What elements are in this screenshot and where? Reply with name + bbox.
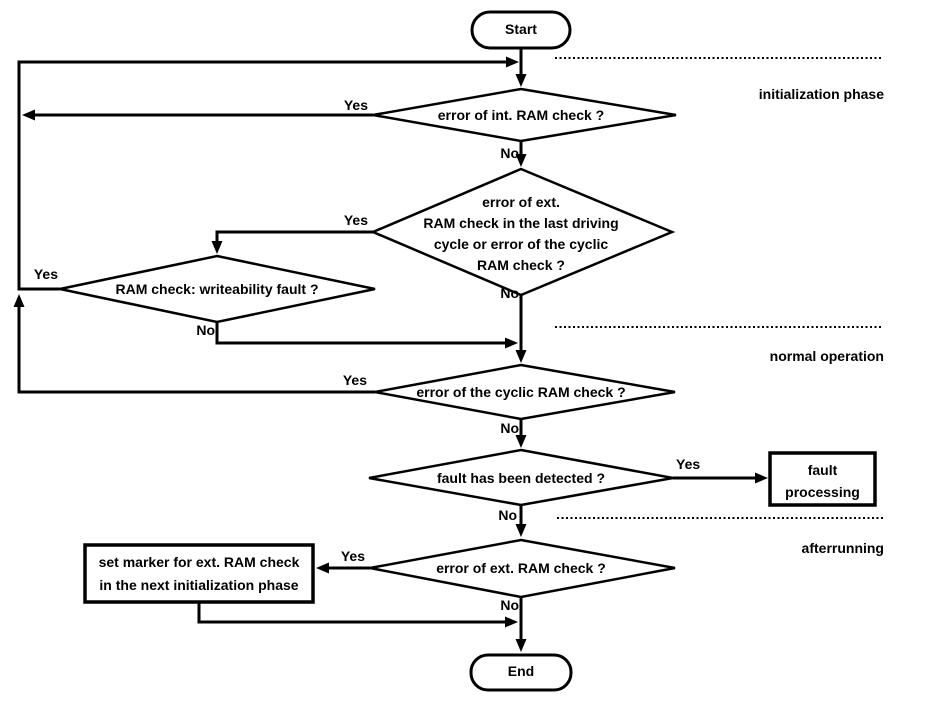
ext-ram-check-label: error of ext. RAM check ? — [436, 560, 606, 576]
fault-processing-line1: fault — [807, 462, 838, 478]
no-label-cyclic: No — [500, 420, 519, 436]
no-label-ext-last: No — [500, 285, 519, 301]
edge-ext-ram-check-no — [515, 597, 527, 652]
fault-processing-label: fault processing — [770, 459, 875, 503]
arrow-down-into-end — [515, 639, 527, 652]
set-marker-line1: set marker for ext. RAM check — [98, 554, 300, 570]
edge-start-to-int-ram — [515, 48, 527, 87]
yes-label-fault: Yes — [676, 456, 701, 472]
phase-label-initialization: initialization phase — [758, 86, 884, 102]
edge-writeability-no — [215, 321, 518, 349]
yes-label-cyclic: Yes — [342, 372, 367, 388]
arrow-left-into-feedback — [22, 109, 35, 121]
edge-ext-ram-last-cycle-yes — [211, 230, 373, 254]
fault-processing-box — [768, 451, 877, 507]
set-marker-box — [83, 543, 315, 604]
fault-detected-diamond — [368, 448, 674, 507]
arrow-down-into-ext-ram-diamond — [515, 154, 527, 167]
arrow-down-into-fault-detected — [515, 435, 527, 448]
edge-feedback-line — [17, 60, 507, 291]
cyclic-ram-check-diamond — [374, 363, 676, 421]
no-label-writeability: No — [196, 322, 215, 338]
edge-int-ram-no — [515, 141, 527, 167]
fault-detected-label: fault has been detected ? — [436, 470, 606, 486]
end-terminator-shape — [469, 653, 573, 692]
ext-ram-last-cycle-diamond — [369, 167, 676, 297]
phase-label-normal-operation: normal operation — [769, 348, 884, 364]
edge-feedback-loop-top — [17, 56, 519, 291]
edge-int-ram-yes — [22, 109, 373, 121]
ext-ram-last-cycle-line4: RAM check ? — [477, 257, 565, 273]
arrow-down-into-writeability — [211, 241, 223, 254]
yes-label-writeability: Yes — [33, 266, 58, 282]
writeability-label: RAM check: writeability fault ? — [115, 281, 319, 297]
set-marker-label: set marker for ext. RAM check in the nex… — [85, 551, 313, 597]
edge-fault-detected-yes — [673, 472, 768, 484]
arrow-right-into-start-spine — [506, 56, 519, 68]
edge-cyclic-no — [515, 419, 527, 448]
ext-ram-last-cycle-line3: cycle or error of the cyclic — [433, 236, 609, 252]
edge-set-marker-out — [197, 602, 518, 628]
phase-label-afterrunning: afterrunning — [801, 540, 884, 556]
int-ram-check-diamond — [372, 87, 677, 143]
no-label-ext-check: No — [500, 597, 519, 613]
arrow-left-into-set-marker — [316, 562, 329, 574]
edge-writeability-no-line — [215, 321, 505, 345]
no-label-fault: No — [498, 507, 517, 523]
edge-spine-to-cyclic — [515, 295, 527, 363]
start-node-label: Start — [505, 21, 537, 37]
ext-ram-last-cycle-label: error of ext. RAM check in the last driv… — [381, 192, 661, 276]
arrow-down-into-ext-ram-check — [515, 524, 527, 537]
edge-cyclic-yes-merge-up — [13, 294, 375, 394]
fault-processing-line2: processing — [785, 484, 860, 500]
ext-ram-last-cycle-line2: RAM check in the last driving — [423, 215, 619, 231]
arrow-up-into-feedback — [13, 294, 25, 307]
set-marker-line2: in the next initialization phase — [99, 577, 299, 593]
yes-label-ext-last: Yes — [343, 212, 368, 228]
edge-fault-detected-no — [515, 505, 527, 537]
arrow-down-into-cyclic — [515, 350, 527, 363]
yes-label-ext-check: Yes — [340, 548, 365, 564]
arrow-right-into-end-spine — [505, 616, 518, 628]
edge-cyclic-yes-line — [17, 305, 375, 394]
writeability-diamond — [59, 254, 376, 324]
ext-ram-last-cycle-line1: error of ext. — [482, 194, 560, 210]
yes-label-int-ram: Yes — [343, 97, 368, 113]
start-terminator-shape — [470, 10, 572, 50]
edge-set-marker-line — [197, 602, 505, 624]
int-ram-check-label: error of int. RAM check ? — [437, 107, 605, 123]
arrow-down-into-int-ram — [515, 74, 527, 87]
end-node-label: End — [507, 663, 535, 679]
ext-ram-check-diamond — [369, 538, 676, 599]
cyclic-ram-check-label: error of the cyclic RAM check ? — [416, 384, 626, 400]
no-label-int-ram: No — [500, 145, 519, 161]
edge-ext-ram-yes-line — [215, 230, 373, 243]
arrow-right-into-fault-processing — [755, 472, 768, 484]
edge-ext-ram-check-yes — [316, 562, 370, 574]
arrow-right-into-spine — [505, 337, 518, 349]
